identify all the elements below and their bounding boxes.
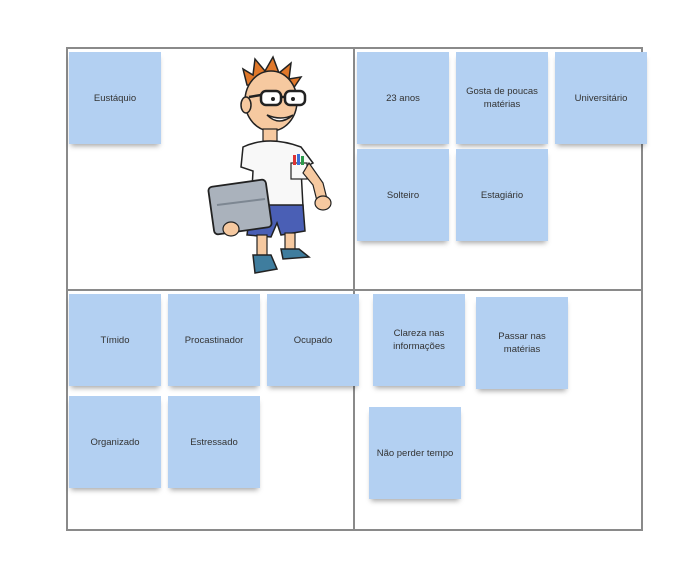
sticky-note-job[interactable]: Estagiário: [456, 149, 548, 241]
sticky-note-clarity[interactable]: Clareza nas informações: [373, 294, 465, 386]
sticky-note-name[interactable]: Eustáquio: [69, 52, 161, 144]
cartoon-student-icon: [207, 55, 332, 274]
sticky-note-stressed[interactable]: Estressado: [168, 396, 260, 488]
sticky-note-organized[interactable]: Organizado: [69, 396, 161, 488]
sticky-note-age[interactable]: 23 anos: [357, 52, 449, 144]
sticky-note-time[interactable]: Não perder tempo: [369, 407, 461, 499]
sticky-note-status[interactable]: Solteiro: [357, 149, 449, 241]
sticky-note-pass[interactable]: Passar nas matérias: [476, 297, 568, 389]
sticky-note-likes[interactable]: Gosta de poucas matérias: [456, 52, 548, 144]
sticky-note-shy[interactable]: Tímido: [69, 294, 161, 386]
sticky-note-occupation[interactable]: Universitário: [555, 52, 647, 144]
horizontal-divider: [66, 289, 643, 291]
sticky-note-procrastinator[interactable]: Procastinador: [168, 294, 260, 386]
sticky-note-busy[interactable]: Ocupado: [267, 294, 359, 386]
